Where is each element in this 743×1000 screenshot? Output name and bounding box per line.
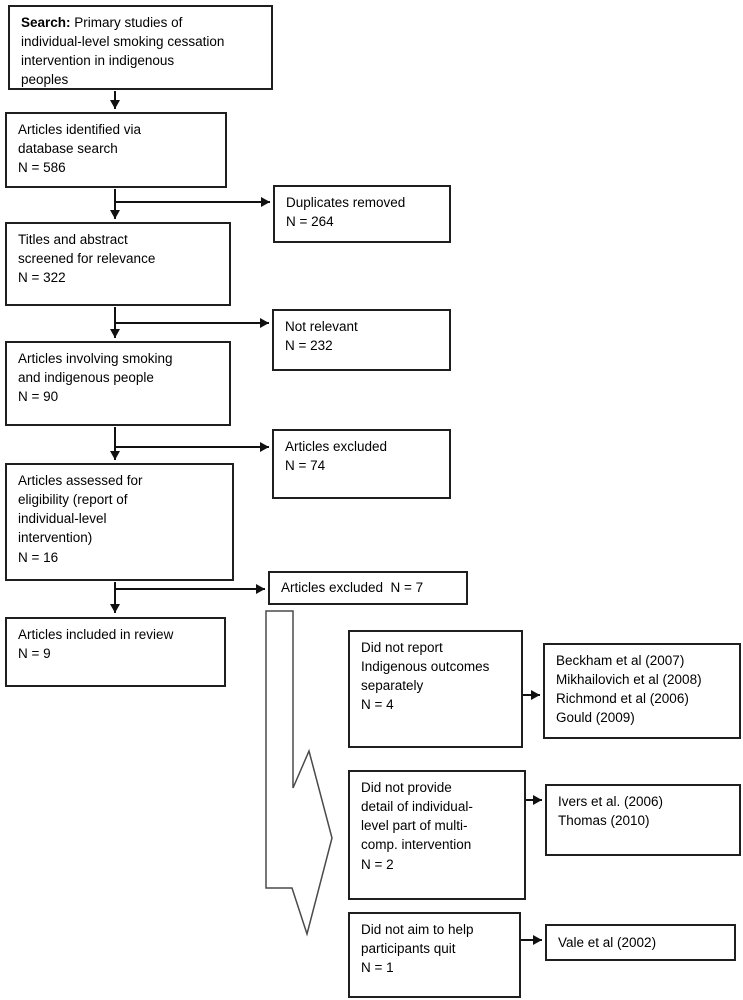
reason-no-detail-text: Did not provide detail of individual- le… [361, 780, 473, 872]
included-in-review-text: Articles included in review N = 9 [18, 627, 174, 662]
references-group3-box: Vale et al (2002) [545, 924, 736, 961]
not-relevant-box: Not relevant N = 232 [272, 309, 451, 371]
excluded-7-box: Articles excluded N = 7 [268, 571, 468, 605]
assessed-eligibility-box: Articles assessed for eligibility (repor… [5, 463, 234, 581]
identified-text: Articles identified via database search … [18, 122, 142, 176]
excluded-74-box: Articles excluded N = 74 [272, 429, 451, 499]
included-in-review-box: Articles included in review N = 9 [5, 617, 226, 687]
references-group2-box: Ivers et al. (2006) Thomas (2010) [545, 784, 741, 856]
duplicates-removed-box: Duplicates removed N = 264 [273, 185, 451, 243]
search-label: Search: [21, 15, 71, 30]
identified-box: Articles identified via database search … [5, 112, 227, 188]
reason-no-indigenous-outcomes-box: Did not report Indigenous outcomes separ… [348, 630, 523, 748]
assessed-eligibility-text: Articles assessed for eligibility (repor… [18, 473, 143, 565]
big-bent-arrow-shape [265, 610, 333, 937]
involving-smoking-text: Articles involving smoking and indigenou… [18, 351, 173, 405]
search-text: Primary studies of individual-level smok… [21, 15, 225, 88]
excluded-74-text: Articles excluded N = 74 [285, 439, 388, 474]
reason-no-quit-aim-box: Did not aim to help participants quit N … [348, 912, 521, 998]
duplicates-removed-text: Duplicates removed N = 264 [286, 195, 406, 230]
references-group2-text: Ivers et al. (2006) Thomas (2010) [558, 794, 664, 829]
references-group1-box: Beckham et al (2007) Mikhailovich et al … [543, 643, 741, 739]
references-group1-text: Beckham et al (2007) Mikhailovich et al … [556, 653, 702, 726]
search-box: Search: Primary studies of individual-le… [8, 5, 273, 90]
involving-smoking-box: Articles involving smoking and indigenou… [5, 341, 231, 426]
excluded-7-text: Articles excluded N = 7 [281, 580, 424, 595]
reason-no-detail-box: Did not provide detail of individual- le… [348, 770, 526, 900]
references-group3-text: Vale et al (2002) [558, 935, 657, 950]
screened-box: Titles and abstract screened for relevan… [5, 222, 231, 306]
reason-no-quit-aim-text: Did not aim to help participants quit N … [361, 922, 474, 976]
screened-text: Titles and abstract screened for relevan… [18, 232, 156, 286]
reason-no-indigenous-outcomes-text: Did not report Indigenous outcomes separ… [361, 640, 490, 713]
not-relevant-text: Not relevant N = 232 [285, 319, 358, 354]
